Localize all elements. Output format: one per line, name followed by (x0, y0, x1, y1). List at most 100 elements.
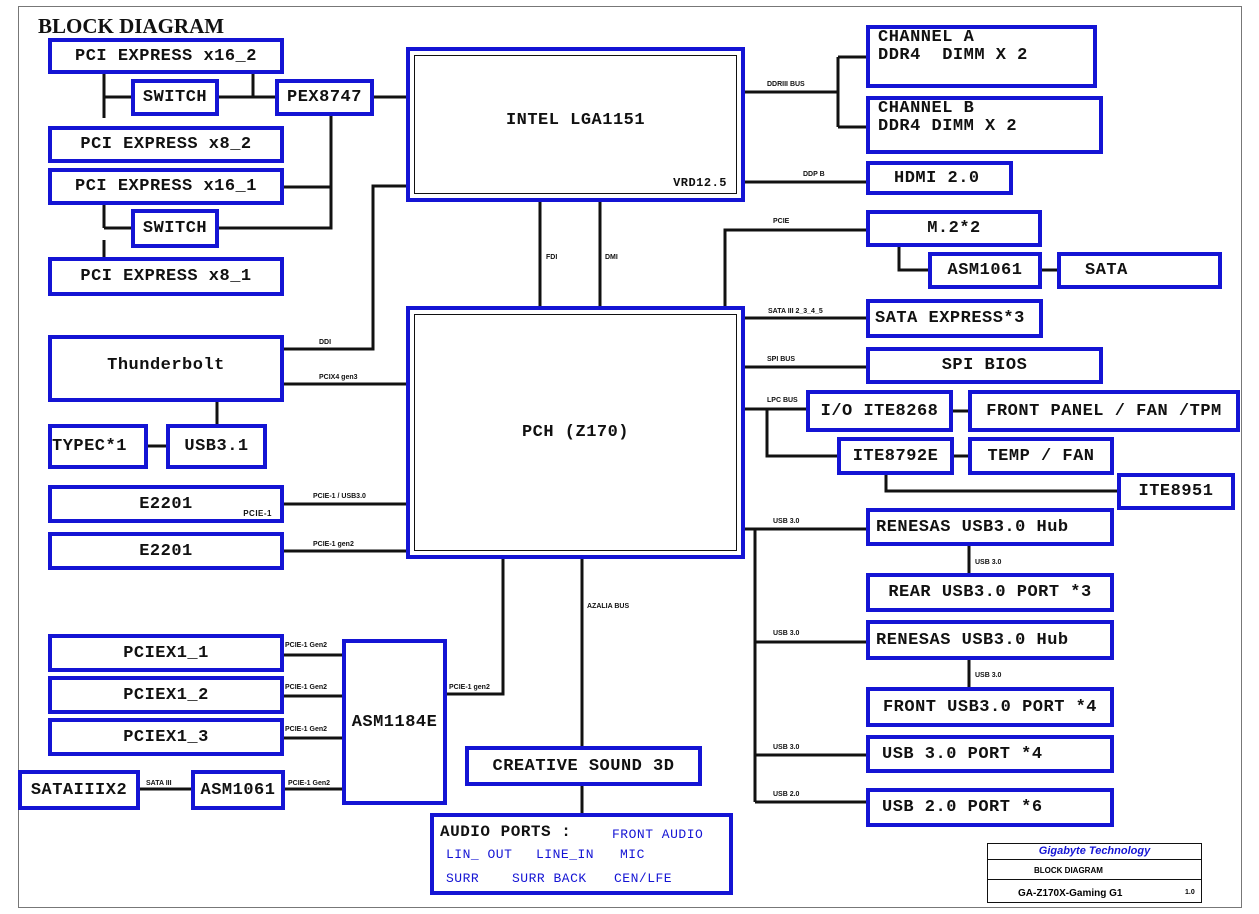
title-block-divider (988, 879, 1201, 880)
switch-top-block: SWITCH (131, 79, 219, 116)
rear-usb-block: REAR USB3.0 PORT *3 (866, 573, 1114, 612)
sata-express-block: SATA EXPRESS*3 (866, 299, 1043, 338)
cpu-label: INTEL LGA1151 (505, 111, 646, 130)
ite8792e-block: ITE8792E (837, 437, 954, 475)
audio-title: AUDIO PORTS : (440, 823, 572, 841)
audio-lin-out: LIN_ OUT (446, 847, 513, 862)
bus-label-ddi: DDI (319, 339, 332, 346)
pci-express-x8-1-block: PCI EXPRESS x8_1 (48, 257, 284, 296)
e2201-a-label: E2201 (139, 494, 193, 514)
renesas-hub-1-block: RENESAS USB3.0 Hub (866, 508, 1114, 546)
usb31-block: USB3.1 (166, 424, 267, 469)
bus-label-lpc: LPC BUS (767, 397, 798, 404)
bus-label-usb30-e: USB 3.0 (773, 744, 800, 751)
channel-b-line2: DDR4 DIMM X 2 (878, 117, 1018, 136)
sata-block: SATA (1057, 252, 1222, 289)
wire-pcie-m2 (723, 228, 868, 306)
bus-label-pciex1-2: PCIE-1 Gen2 (285, 684, 328, 691)
sataiiix2-block: SATAIIIX2 (18, 770, 140, 810)
typec-block: TYPEC*1 (48, 424, 148, 469)
wire-ddi (284, 184, 408, 351)
pex8747-block: PEX8747 (275, 79, 374, 116)
intel-lga1151-block: INTEL LGA1151 VRD12.5 (406, 47, 745, 202)
company-name: Gigabyte Technology (1038, 845, 1151, 857)
bus-label-sata-iii-left: SATA III (146, 780, 172, 787)
channel-a-line2: DDR4 DIMM X 2 (878, 46, 1028, 65)
title-block-title: BLOCK DIAGRAM (1034, 866, 1103, 875)
wire-switch-bottom-pex (218, 116, 333, 230)
channel-a-block: CHANNEL A DDR4 DIMM X 2 (866, 25, 1097, 88)
bus-label-azalia: AZALIA BUS (587, 603, 630, 610)
bus-label-pcie-gen2: PCIE-1 gen2 (313, 541, 354, 548)
pch-z170-block: PCH (Z170) (406, 306, 745, 559)
bus-label-pcie-usb30: PCIE-1 / USB3.0 (313, 493, 366, 500)
wire-pch-asm1184 (445, 559, 505, 696)
switch-bottom-block: SWITCH (131, 209, 219, 248)
renesas-hub-2-block: RENESAS USB3.0 Hub (866, 620, 1114, 660)
bus-label-pcix4: PCIX4 gen3 (319, 374, 358, 381)
bus-label-usb20: USB 2.0 (773, 791, 800, 798)
bus-label-ddp-b: DDP B (803, 171, 825, 178)
model-name: GA-Z170X-Gaming G1 (1018, 888, 1123, 899)
usb30-port-block: USB 3.0 PORT *4 (866, 735, 1114, 773)
wire-m2-asm (897, 246, 930, 272)
bus-label-sata-iii: SATA III 2_3_4_5 (768, 308, 823, 315)
wire-ite8792-ite8951 (884, 474, 1119, 493)
audio-front: FRONT AUDIO (612, 827, 704, 842)
m2-block: M.2*2 (866, 210, 1042, 247)
bus-label-usb30-b: USB 3.0 (975, 559, 1002, 566)
channel-a-line1: CHANNEL A (878, 28, 975, 47)
wire-group (102, 55, 1119, 815)
audio-mic: MIC (620, 847, 645, 862)
audio-cen-lfe: CEN/LFE (614, 871, 673, 886)
bus-label-usb30-c: USB 3.0 (773, 630, 800, 637)
front-usb-block: FRONT USB3.0 PORT *4 (866, 687, 1114, 727)
bus-label-pcie-top: PCIE (773, 218, 790, 225)
pciex1-2-block: PCIEX1_2 (48, 676, 284, 714)
bus-label-asm1061: PCIE-1 Gen2 (288, 780, 331, 787)
spi-bios-block: SPI BIOS (866, 347, 1103, 384)
revision: 1.0 (1185, 889, 1195, 896)
pci-express-x16-2-block: PCI EXPRESS x16_2 (48, 38, 284, 74)
vrd-label: VRD12.5 (673, 176, 727, 190)
e2201-a-sublabel: PCIE-1 (243, 509, 272, 518)
usb20-port-block: USB 2.0 PORT *6 (866, 788, 1114, 827)
bus-label-dmi: DMI (605, 254, 618, 261)
sheet-frame (18, 6, 1242, 908)
channel-b-block: CHANNEL B DDR4 DIMM X 2 (866, 96, 1103, 154)
audio-surr: SURR (446, 871, 480, 886)
title-block-divider (988, 859, 1201, 860)
bus-label-pcie-gen2-asm: PCIE-1 gen2 (449, 684, 490, 691)
ite8951-block: ITE8951 (1117, 473, 1235, 510)
e2201-a-block: E2201 PCIE-1 (48, 485, 284, 523)
bus-label-usb30-d: USB 3.0 (975, 672, 1002, 679)
bus-label-ddriii: DDRIII BUS (767, 81, 805, 88)
audio-ports-block: AUDIO PORTS : FRONT AUDIO LIN_ OUT LINE_… (430, 813, 733, 895)
pciex1-3-block: PCIEX1_3 (48, 718, 284, 756)
front-panel-block: FRONT PANEL / FAN /TPM (968, 390, 1240, 432)
bus-label-fdi: FDI (546, 254, 558, 261)
audio-surr-back: SURR BACK (512, 871, 587, 886)
title-block: Gigabyte Technology BLOCK DIAGRAM GA-Z17… (987, 843, 1202, 903)
thunderbolt-block: Thunderbolt (48, 335, 284, 402)
channel-b-line1: CHANNEL B (878, 99, 975, 118)
audio-line-in: LINE_IN (536, 847, 595, 862)
asm1061-right-block: ASM1061 (928, 252, 1042, 289)
io-ite8268-block: I/O ITE8268 (806, 390, 953, 432)
bus-label-pciex1-1: PCIE-1 Gen2 (285, 642, 328, 649)
diagram-title: BLOCK DIAGRAM (38, 14, 225, 38)
hdmi-block: HDMI 2.0 (866, 161, 1013, 195)
asm1061-left-block: ASM1061 (191, 770, 285, 810)
pci-express-x8-2-block: PCI EXPRESS x8_2 (48, 126, 284, 163)
e2201-b-block: E2201 (48, 532, 284, 570)
temp-fan-block: TEMP / FAN (968, 437, 1114, 475)
wire-lpc-ite8792 (765, 409, 839, 458)
bus-label-spi: SPI BUS (767, 356, 796, 363)
pci-express-x16-1-block: PCI EXPRESS x16_1 (48, 168, 284, 205)
pciex1-1-block: PCIEX1_1 (48, 634, 284, 672)
bus-label-usb30-a: USB 3.0 (773, 518, 800, 525)
creative-sound-block: CREATIVE SOUND 3D (465, 746, 702, 786)
asm1184e-block: ASM1184E (342, 639, 447, 805)
